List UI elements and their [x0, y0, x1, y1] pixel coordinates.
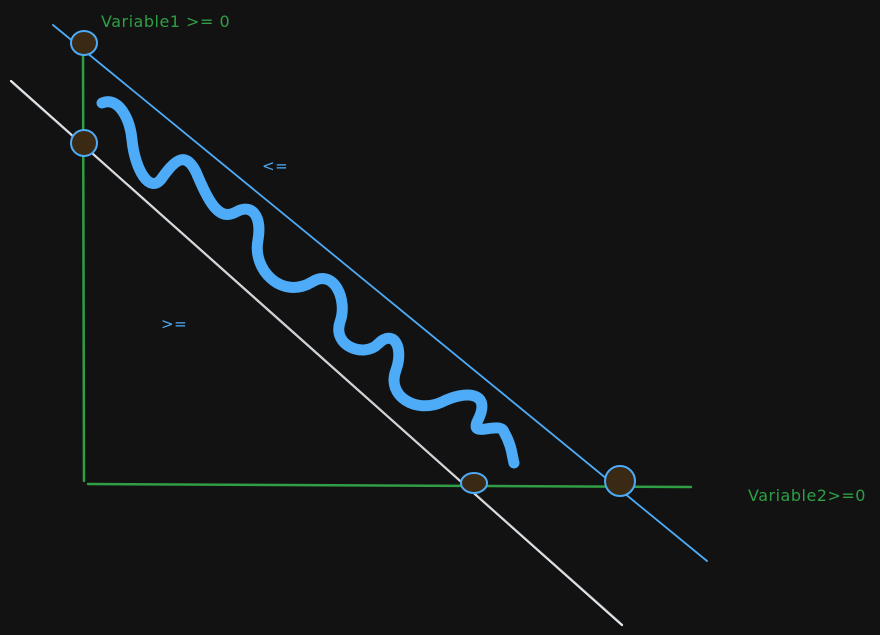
point-lower-x-intercept	[460, 472, 488, 494]
lower-constraint-label: >=	[161, 315, 187, 333]
variable2-label: Variable2>=0	[748, 486, 866, 505]
y-axis	[81, 43, 86, 483]
lower-constraint-line-sketch	[12, 83, 621, 623]
upper-constraint-line	[52, 24, 708, 562]
point-upper-x-intercept	[604, 465, 636, 497]
feasible-region-squiggle	[96, 96, 520, 469]
upper-constraint-label: <=	[262, 157, 288, 175]
point-lower-y-intercept	[70, 129, 98, 157]
x-axis	[86, 482, 693, 489]
variable1-label: Variable1 >= 0	[101, 12, 230, 31]
point-upper-y-intercept	[70, 30, 98, 56]
